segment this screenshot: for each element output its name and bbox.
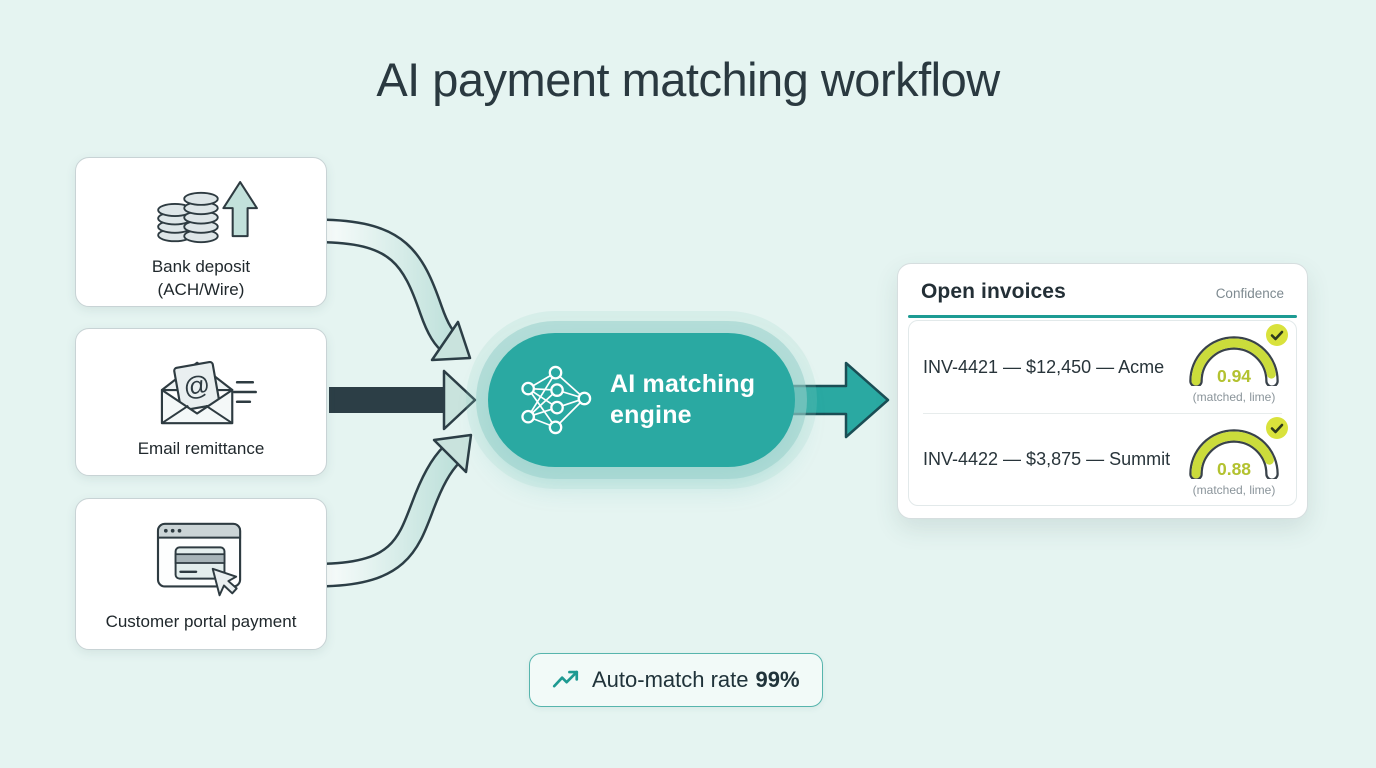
header-divider-rule — [908, 315, 1297, 318]
source-node-bank-deposit: Bank deposit (ACH/Wire) — [75, 157, 327, 307]
ai-matching-engine-node: AI matching engine — [488, 333, 795, 467]
confidence-gauge-block: 0.94 (matched, lime) — [1186, 324, 1288, 404]
invoice-row: INV-4421 — $12,450 — Acme 0.94 (matched,… — [923, 321, 1288, 413]
confidence-gauge: 0.88 — [1189, 428, 1279, 481]
svg-text:@: @ — [181, 369, 213, 403]
source-node-portal-payment: Customer portal payment — [75, 498, 327, 650]
neural-network-icon — [521, 365, 592, 435]
arrow-portal-to-engine — [325, 433, 473, 588]
arrow-engine-to-invoices — [788, 361, 890, 439]
arrow-email-to-engine — [329, 369, 477, 431]
invoice-summary: INV-4421 — $12,450 — Acme — [923, 356, 1165, 377]
source-label-bank-deposit: Bank deposit (ACH/Wire) — [151, 257, 251, 299]
coins-deposit-icon — [157, 181, 258, 244]
check-icon — [1266, 324, 1288, 346]
invoice-rows-panel: INV-4421 — $12,450 — Acme 0.94 (matched,… — [908, 320, 1297, 506]
confidence-value: 0.88 — [1217, 459, 1251, 479]
auto-match-rate-label: Auto-match rate — [592, 667, 749, 692]
engine-label: AI matching engine — [610, 370, 756, 429]
portal-payment-icon — [156, 523, 242, 597]
confidence-gauge-block: 0.88 (matched, lime) — [1186, 416, 1288, 497]
source-label-portal-payment: Customer portal payment — [105, 612, 297, 632]
match-status-note: (matched, lime) — [1192, 390, 1276, 404]
confidence-gauge: 0.94 — [1189, 336, 1279, 388]
invoices-card-title: Open invoices — [921, 280, 1066, 303]
invoice-row: INV-4422 — $3,875 — Summit 0.88 (matched… — [923, 413, 1288, 505]
match-status-note: (matched, lime) — [1192, 482, 1276, 497]
check-icon — [1266, 416, 1288, 439]
confidence-column-header: Confidence — [1215, 286, 1284, 301]
invoices-card-header: Open invoices Confidence — [908, 280, 1297, 304]
page-title: AI payment matching workflow — [376, 53, 1000, 106]
arrow-bank-to-engine — [325, 218, 472, 362]
trending-up-icon — [552, 670, 579, 687]
source-node-email-remittance: @ Email remittance — [75, 328, 327, 476]
source-label-email-remittance: Email remittance — [137, 439, 265, 459]
open-invoices-card: Open invoices Confidence INV-4421 — $12,… — [897, 263, 1308, 519]
auto-match-rate-text: Auto-match rate 99% — [592, 667, 800, 693]
auto-match-rate-value: 99% — [755, 667, 800, 692]
invoice-summary: INV-4422 — $3,875 — Summit — [923, 449, 1171, 469]
auto-match-rate-badge: Auto-match rate 99% — [529, 653, 823, 707]
email-remittance-icon: @ — [160, 361, 257, 425]
confidence-value: 0.94 — [1217, 366, 1251, 386]
